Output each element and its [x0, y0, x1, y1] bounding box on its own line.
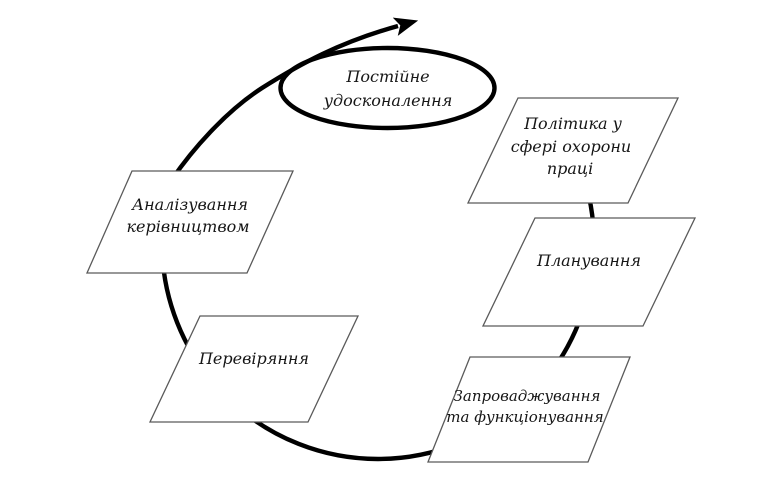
policy-label-line3: праці [547, 159, 593, 178]
implementation-label-line1: Запроваджування [454, 387, 601, 405]
node-implementation [427, 356, 631, 463]
node-checking [148, 315, 360, 423]
continual-improvement-label-line1: Постійне [345, 67, 429, 86]
continual-improvement-ellipse [278, 45, 497, 131]
management-review-label-line1: Аналізування [131, 195, 248, 214]
implementation-label-line2: та функціонування [446, 408, 603, 426]
node-management-review [86, 170, 295, 274]
checking-label: Перевіряння [198, 349, 309, 368]
node-policy [466, 97, 680, 204]
policy-label-line1: Політика у [523, 114, 623, 133]
continual-improvement-label-line2: удосконалення [323, 91, 453, 110]
policy-label-line2: сфері охорони [511, 137, 631, 156]
planning-label: Планування [536, 251, 641, 270]
management-review-label-line2: керівництвом [126, 217, 249, 236]
node-planning [481, 217, 697, 327]
